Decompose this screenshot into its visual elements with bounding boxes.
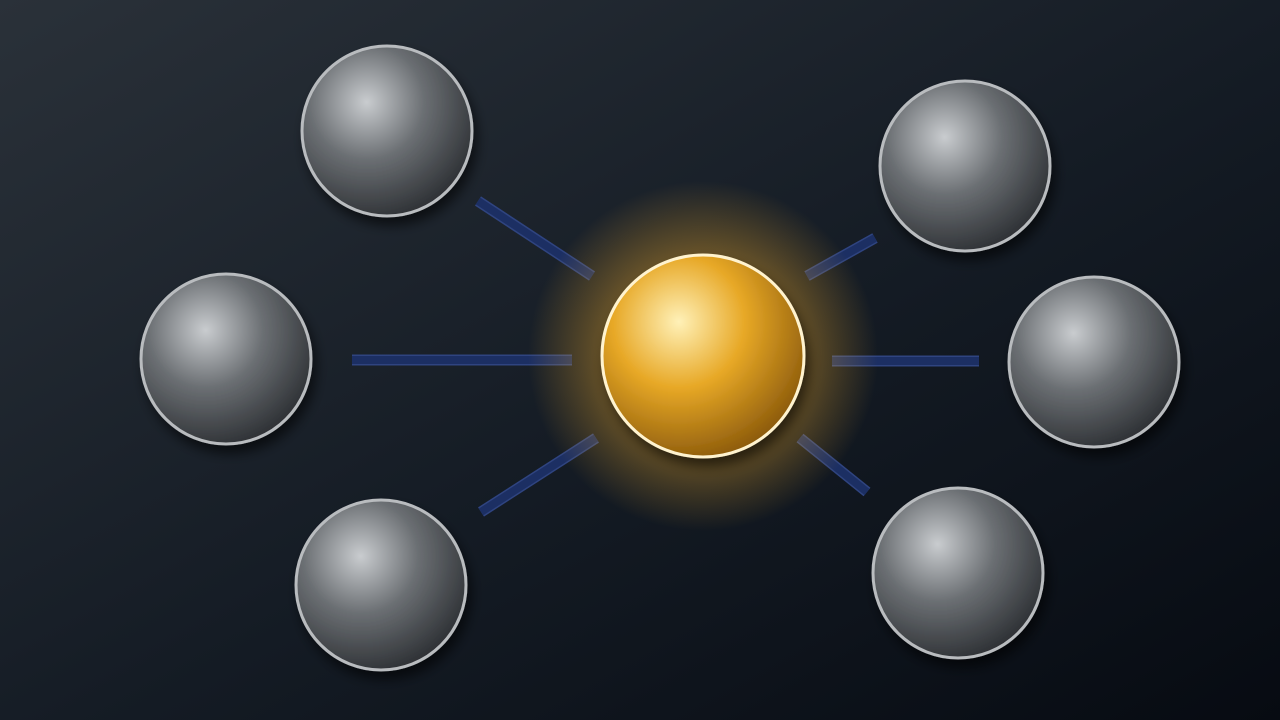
outer-node-5 [294, 498, 468, 672]
outer-node-6 [871, 486, 1045, 660]
outer-node-1 [300, 44, 474, 218]
outer-node-sphere-1 [300, 44, 474, 218]
outer-node-4 [1007, 275, 1181, 449]
center-node-sphere [600, 253, 806, 459]
outer-node-3 [139, 272, 313, 446]
outer-node-sphere-4 [1007, 275, 1181, 449]
outer-node-sphere-5 [294, 498, 468, 672]
outer-node-sphere-3 [139, 272, 313, 446]
outer-node-2 [878, 79, 1052, 253]
outer-node-sphere-6 [871, 486, 1045, 660]
center-node [600, 253, 806, 459]
outer-node-group [139, 44, 1181, 672]
outer-node-sphere-2 [878, 79, 1052, 253]
